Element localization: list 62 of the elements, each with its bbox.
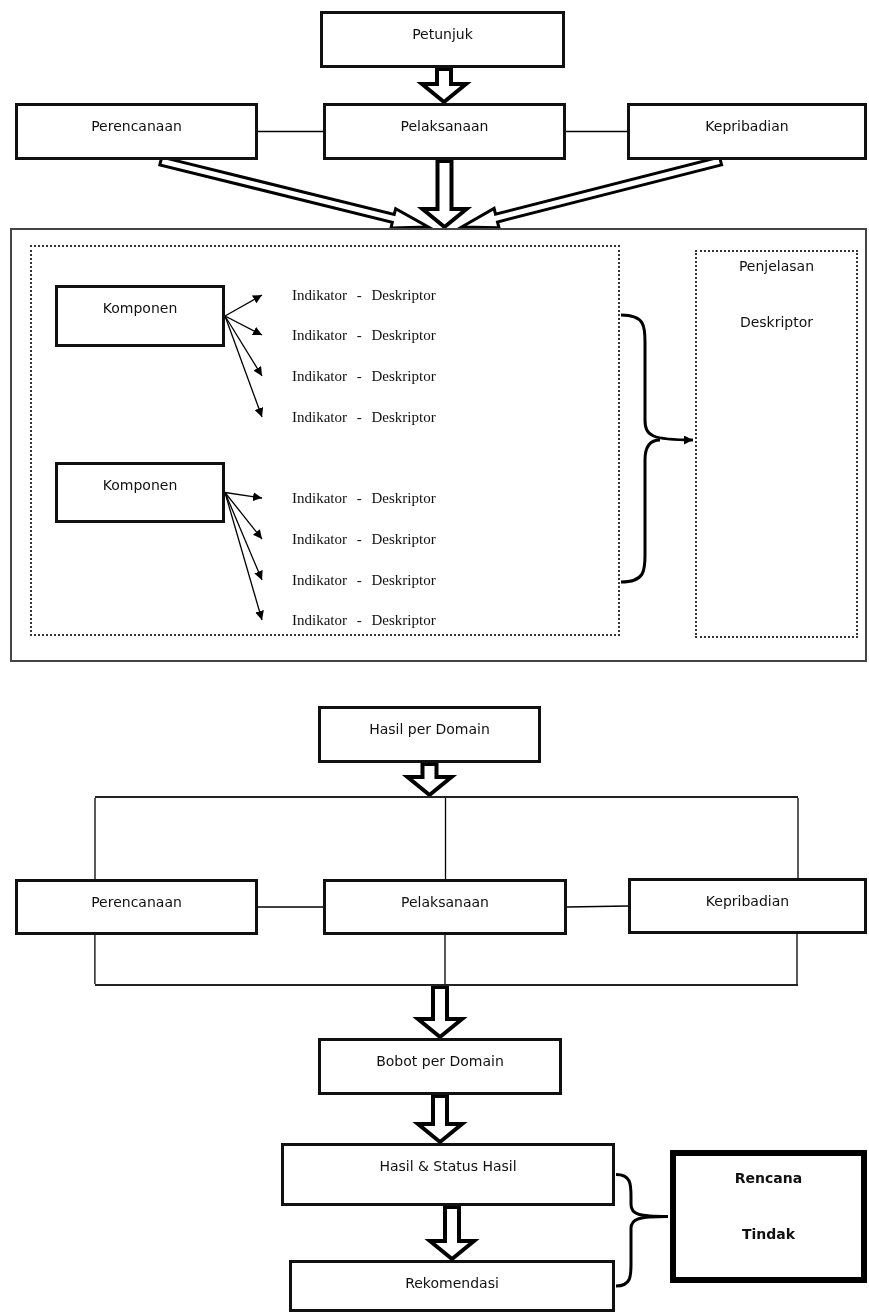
process-box: [55, 462, 225, 523]
indicator-text: Indikator - Deskriptor: [262, 283, 542, 307]
process-box: [318, 706, 541, 763]
box-label: Pelaksanaan: [401, 894, 489, 910]
connector-line: [566, 905, 629, 908]
dotted-panel: [695, 250, 858, 638]
box-label: Rencana Tindak: [733, 1169, 804, 1244]
process-box: [323, 103, 566, 160]
indicator-text: Indikator - Deskriptor: [262, 405, 542, 429]
container-frame: [10, 228, 867, 662]
connector-line: [94, 934, 96, 985]
block-arrow: [412, 985, 468, 1040]
process-box: [281, 1143, 615, 1206]
process-box: [628, 878, 867, 934]
connector-line: [257, 906, 324, 908]
connector-line: [796, 933, 798, 985]
dotted-panel: [30, 245, 620, 636]
indicator-text: Indikator - Deskriptor: [262, 608, 542, 632]
process-box: [55, 285, 225, 347]
block-arrow: [416, 159, 473, 230]
box-label: Bobot per Domain: [376, 1053, 504, 1069]
indicator-text: Indikator - Deskriptor: [262, 364, 542, 388]
box-label: Hasil & Status Hasil: [379, 1158, 517, 1174]
connector-line: [444, 934, 446, 985]
block-arrow: [412, 1094, 468, 1145]
arrow: [224, 315, 263, 377]
connector-line: [797, 797, 799, 879]
process-box: [15, 879, 258, 935]
box-label: Komponen: [102, 300, 178, 316]
indicator-text: Indikator - Deskriptor: [262, 486, 542, 510]
box-label: Hasil per Domain: [369, 721, 490, 737]
process-box: [318, 1038, 562, 1095]
process-box: [15, 103, 258, 160]
connector-line: [565, 130, 628, 133]
process-box: [320, 11, 565, 68]
box-label: Pelaksanaan: [400, 118, 489, 134]
box-label: Rekomendasi: [405, 1275, 499, 1291]
arrow: [224, 294, 263, 317]
box-label: Kepribadian: [705, 893, 790, 909]
box-label: Perencanaan: [91, 894, 182, 910]
indicator-text: Indikator - Deskriptor: [262, 568, 542, 592]
box-label: Kepribadian: [705, 118, 789, 134]
indicator-text: Indikator - Deskriptor: [262, 323, 542, 347]
arrow: [224, 315, 263, 336]
block-arrow: [416, 67, 472, 105]
box-label: Komponen: [102, 477, 178, 493]
action-box: [670, 1150, 867, 1283]
arrow: [224, 491, 263, 502]
connector-line: [257, 130, 324, 133]
indicator-text: Indikator - Deskriptor: [262, 527, 542, 551]
arrow: [224, 315, 264, 418]
box-label: Penjelasan Deskriptor: [737, 257, 816, 332]
block-arrow: [424, 1205, 480, 1262]
process-box: [289, 1260, 615, 1312]
box-label: Petunjuk: [412, 26, 473, 42]
block-arrow: [401, 762, 458, 798]
process-box: [323, 879, 567, 935]
process-box: [627, 103, 867, 160]
arrow: [224, 491, 263, 540]
connector-line: [444, 797, 447, 880]
connector-line: [94, 797, 96, 880]
box-label: Perencanaan: [91, 118, 182, 134]
